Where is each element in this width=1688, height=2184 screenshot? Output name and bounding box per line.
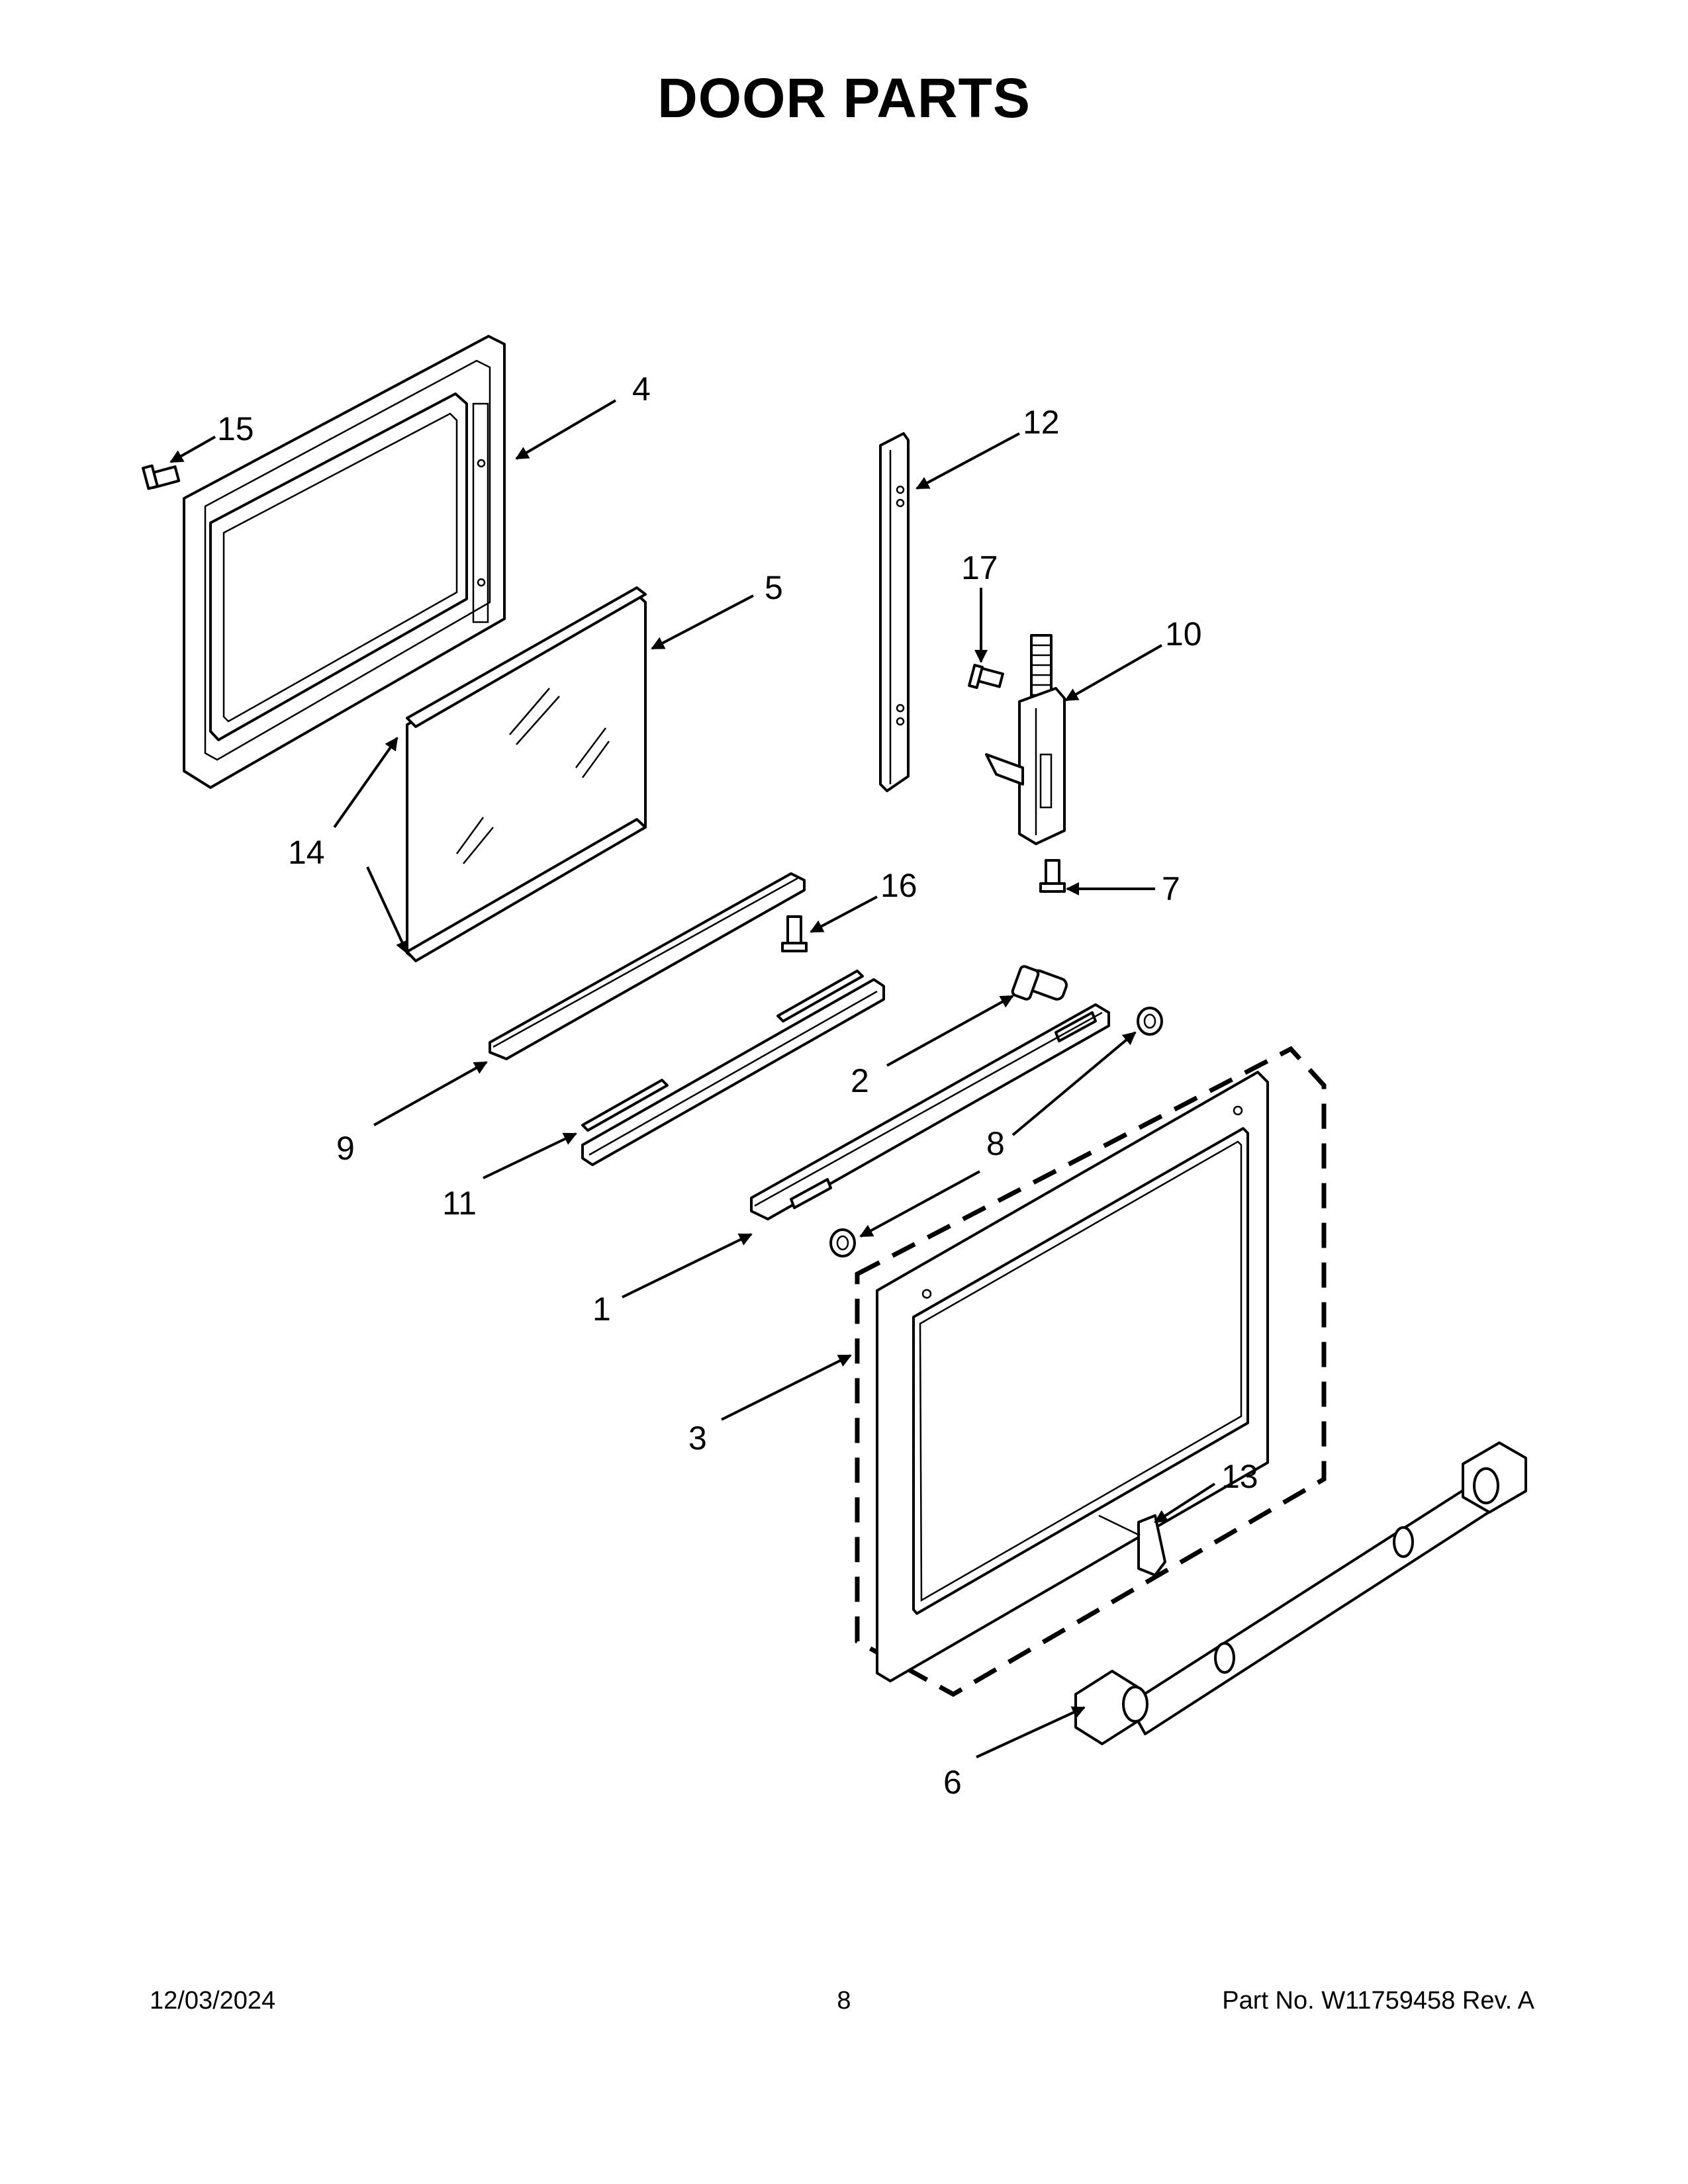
leader-5 <box>651 594 754 650</box>
page-title: DOOR PARTS <box>657 67 1031 129</box>
callout-12: 12 <box>1023 404 1060 441</box>
leader-4 <box>515 399 617 460</box>
leader-15 <box>169 435 216 463</box>
callout-16: 16 <box>880 867 917 904</box>
screw-part-7 <box>1039 859 1066 893</box>
outer-door-assembly <box>855 1046 1327 1698</box>
callout-10: 10 <box>1165 615 1202 653</box>
leader-1 <box>622 1233 753 1298</box>
callout-13: 13 <box>1221 1458 1258 1495</box>
leader-16 <box>810 895 878 933</box>
callout-17: 17 <box>961 549 998 586</box>
clip-part <box>1098 1514 1166 1576</box>
screw-part-17 <box>968 663 1004 690</box>
footer-page-number: 8 <box>837 1987 851 2015</box>
callout-4: 4 <box>632 371 651 408</box>
leader-6 <box>976 1706 1086 1758</box>
door-channel-part <box>750 1003 1110 1220</box>
callout-5: 5 <box>765 569 783 606</box>
handle-part <box>1074 1441 1527 1745</box>
callout-8: 8 <box>986 1125 1005 1162</box>
callout-9: 9 <box>336 1130 355 1167</box>
leader-14b <box>366 866 408 954</box>
inner-door-frame-part <box>183 335 506 789</box>
leader-13 <box>1154 1482 1216 1524</box>
leader-9 <box>373 1061 488 1126</box>
leader-14a <box>333 737 399 829</box>
callout-2: 2 <box>851 1062 869 1099</box>
glass-panel-part <box>406 586 647 962</box>
callout-1: 1 <box>592 1291 611 1328</box>
leader-11 <box>483 1132 577 1179</box>
callout-7: 7 <box>1162 870 1180 907</box>
leader-12 <box>915 432 1020 490</box>
bottom-trim-part <box>489 872 806 1060</box>
callout-15: 15 <box>217 410 254 447</box>
footer-part-number: Part No. W11759458 Rev. A <box>1222 1987 1534 2015</box>
callout-3: 3 <box>688 1420 707 1457</box>
leader-3 <box>721 1354 852 1421</box>
bumper-part <box>1011 965 1068 1001</box>
screw-part-15 <box>142 464 181 490</box>
leader-8a <box>1011 1031 1137 1136</box>
hinge-part <box>985 634 1066 845</box>
leader-2 <box>886 995 1014 1067</box>
side-rail-part <box>879 432 910 792</box>
leader-10 <box>1064 644 1162 702</box>
callout-11: 11 <box>442 1185 477 1222</box>
footer-date: 12/03/2024 <box>150 1987 276 2015</box>
leader-8b <box>859 1170 980 1238</box>
screw-part-16 <box>781 915 808 952</box>
bracket-part <box>581 970 885 1166</box>
grommet-part-8 <box>829 1007 1163 1257</box>
callout-6: 6 <box>943 1764 962 1801</box>
callout-14: 14 <box>288 834 325 871</box>
